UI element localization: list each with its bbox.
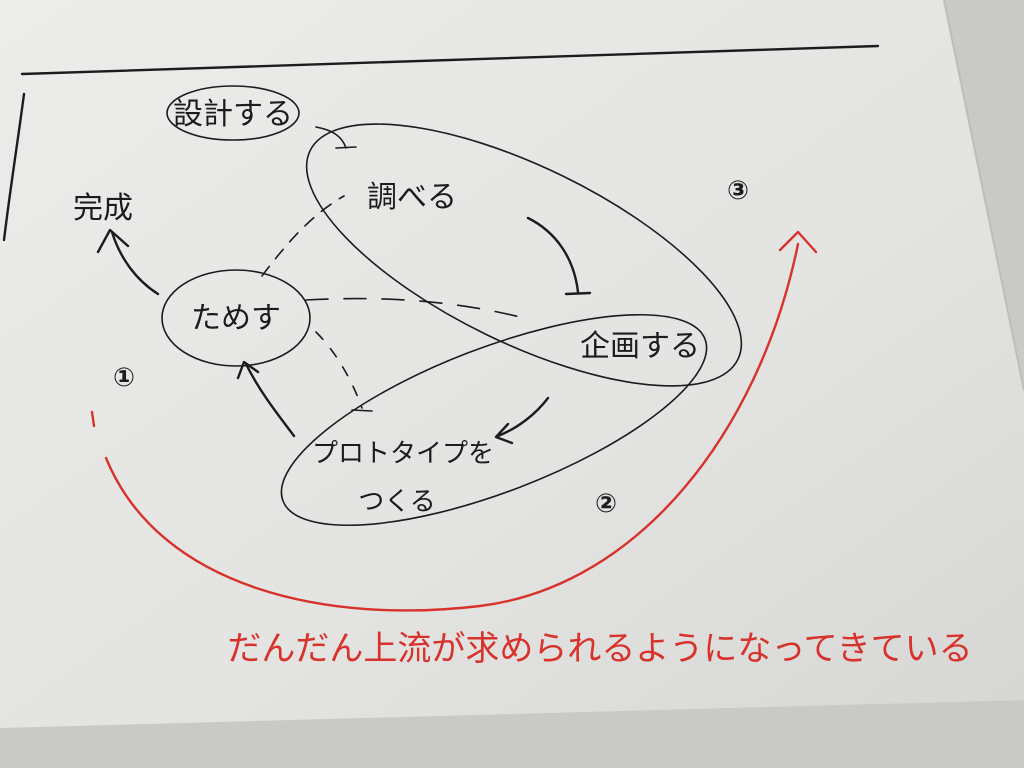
- plan-to-prototype-arrowhead: [494, 422, 514, 445]
- summarize-to-complete-arrowhead: [96, 228, 130, 254]
- design-arrow-tick: [335, 146, 357, 149]
- red-progress-arrow: [104, 242, 800, 612]
- red-caption: だんだん上流が求められるようになってきている: [227, 629, 972, 669]
- phase-number-2: ②: [595, 489, 617, 519]
- prototype-to-summarize-arrow: [244, 362, 296, 438]
- summarize-to-complete-arrow: [110, 230, 160, 296]
- paper-edge: [943, 0, 1024, 391]
- prototype-node-label-line1: プロトタイプを: [312, 439, 494, 469]
- complete-label: 完成: [73, 191, 133, 226]
- prototype-to-summarize-arrowhead: [236, 360, 260, 380]
- dashed-summarize-to-plan: [305, 297, 525, 319]
- dashed-summarize-to-research: [261, 195, 345, 277]
- phase-number-1: ①: [113, 363, 135, 393]
- loop-ellipse-2: [280, 313, 708, 527]
- summarize-node-label: ためす: [191, 301, 281, 336]
- red-pen-tick: [90, 410, 96, 428]
- frame-top-line: [20, 44, 880, 76]
- frame-left-line: [2, 92, 26, 242]
- plan-node-label: 企画する: [580, 329, 700, 364]
- research-node-label: 調べる: [367, 180, 457, 215]
- dashed-summarize-to-prototype: [315, 331, 363, 409]
- plan-to-prototype-arrow: [496, 396, 550, 438]
- research-to-plan-arrow: [526, 216, 580, 294]
- research-to-plan-arrowhead: [564, 291, 592, 296]
- design-node-label: 設計する: [173, 97, 293, 132]
- paper-sheet: [0, 0, 1024, 728]
- dashed-prototype-arrowhead: [351, 409, 373, 412]
- red-progress-arrowhead: [778, 230, 818, 254]
- summarize-node-outline: [161, 269, 311, 367]
- loop-ellipse-3: [305, 123, 743, 387]
- design-to-research-arrow: [315, 126, 347, 149]
- phase-number-3: ③: [727, 176, 749, 206]
- design-node-outline: [166, 85, 300, 141]
- prototype-node-label-line2: つくる: [358, 487, 435, 517]
